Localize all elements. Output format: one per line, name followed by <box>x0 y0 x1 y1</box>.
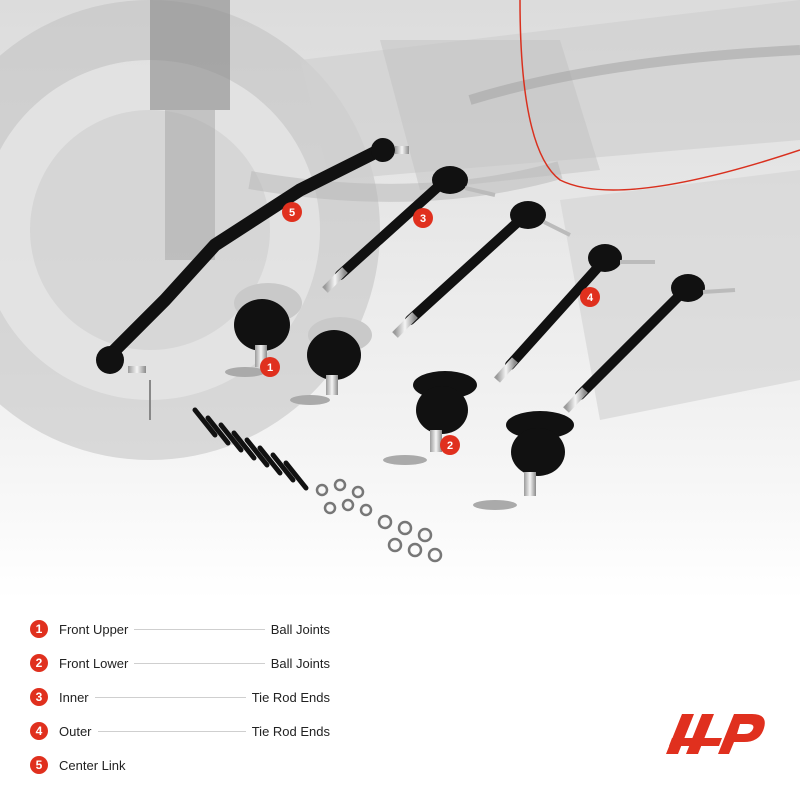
callout-badge-1: 1 <box>260 357 280 377</box>
upper-ball-joint-right <box>290 317 372 405</box>
legend-part-name: Center Link <box>59 757 126 773</box>
legend-row: 4 Outer Tie Rod Ends <box>30 714 330 748</box>
svg-text:1: 1 <box>267 362 273 374</box>
callout-badge-2: 2 <box>440 435 460 455</box>
legend-number-badge: 4 <box>30 722 48 740</box>
hardware-nuts-washers <box>315 478 443 563</box>
outer-tie-rod-end-right <box>563 274 736 413</box>
inner-tie-rod-end-right <box>392 201 571 338</box>
legend-row: 2 Front Lower Ball Joints <box>30 646 330 680</box>
legend-part-name: Front Upper <box>59 621 129 637</box>
brand-logo <box>666 714 765 754</box>
svg-text:2: 2 <box>447 440 453 452</box>
upper-ball-joint-left <box>225 283 302 377</box>
legend-part-type: Tie Rod Ends <box>251 723 330 739</box>
parts-legend: 1 Front Upper Ball Joints 2 Front Lower … <box>30 612 330 782</box>
callout-badge-3: 3 <box>413 208 433 228</box>
legend-leader-line <box>134 662 265 664</box>
callout-badge-4: 4 <box>580 287 600 307</box>
legend-part-name: Front Lower <box>59 655 129 671</box>
legend-number-badge: 1 <box>30 620 48 638</box>
legend-part-type: Ball Joints <box>270 621 330 637</box>
legend-row: 1 Front Upper Ball Joints <box>30 612 330 646</box>
legend-number-badge: 2 <box>30 654 48 672</box>
legend-leader-line <box>97 730 246 732</box>
legend-part-name: Outer <box>59 723 92 739</box>
callout-badge-5: 5 <box>282 202 302 222</box>
product-photo: 5 3 4 1 2 <box>0 0 800 600</box>
lower-ball-joint-right <box>473 411 574 510</box>
svg-text:3: 3 <box>420 213 426 225</box>
hardware-bolts <box>192 407 309 491</box>
inner-tie-rod-end-left <box>322 166 496 293</box>
legend-part-type: Tie Rod Ends <box>251 689 330 705</box>
svg-text:5: 5 <box>289 207 295 219</box>
center-link <box>96 138 409 420</box>
legend-part-name: Inner <box>59 689 89 705</box>
legend-row: 3 Inner Tie Rod Ends <box>30 680 330 714</box>
legend-number-badge: 5 <box>30 756 48 774</box>
legend-leader-line <box>94 696 246 698</box>
legend-number-badge: 3 <box>30 688 48 706</box>
background-chassis <box>0 0 800 600</box>
legend-row: 5 Center Link <box>30 748 330 782</box>
legend-leader-line <box>134 628 265 630</box>
lower-ball-joint-left <box>383 371 477 465</box>
outer-tie-rod-end-left <box>494 244 655 383</box>
legend-part-type: Ball Joints <box>270 655 330 671</box>
svg-text:4: 4 <box>587 292 594 304</box>
